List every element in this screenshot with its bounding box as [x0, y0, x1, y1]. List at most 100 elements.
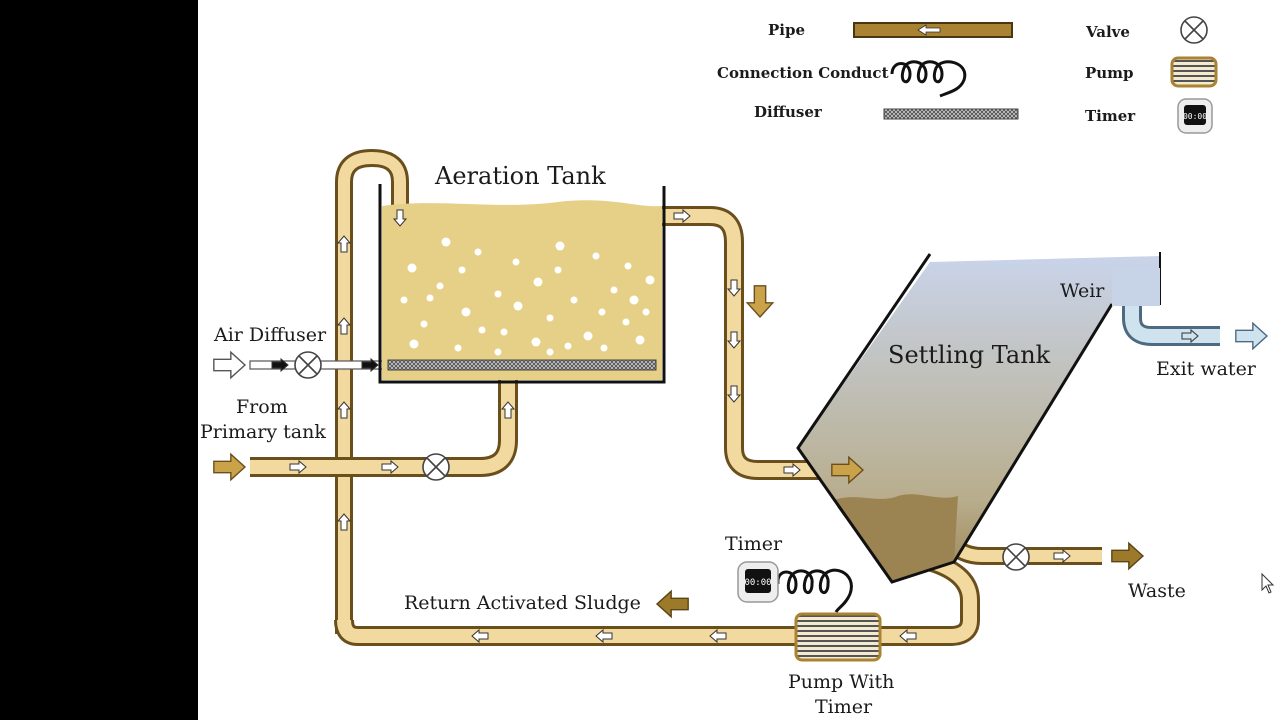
- timer-icon[interactable]: 00:00: [737, 561, 779, 603]
- flow-arrow-icon: [673, 208, 691, 224]
- flow-arrow-icon: [289, 459, 307, 475]
- settling-walls: [796, 253, 1114, 584]
- air-bubble: [570, 296, 578, 304]
- timer-digits: 00:00: [744, 578, 771, 588]
- waste-valve-icon[interactable]: [1002, 543, 1030, 571]
- return-riser-pipe: [338, 152, 406, 634]
- from-primary-label-2: Primary tank: [200, 421, 326, 443]
- large-flow-arrow-icon: [745, 285, 775, 319]
- diffuser-bar: [387, 359, 657, 371]
- settling-tank: [796, 252, 1161, 584]
- large-flow-arrow-icon: [1235, 321, 1269, 351]
- legend-pipe-label: Pipe: [768, 21, 805, 39]
- air-bubble: [454, 344, 462, 352]
- flow-arrow-icon: [726, 331, 742, 349]
- air-bubble: [598, 308, 606, 316]
- flow-arrow-icon: [336, 235, 352, 253]
- air-bubble: [622, 318, 630, 326]
- flow-arrow-icon: [783, 462, 801, 478]
- air-bubble: [494, 290, 502, 298]
- flow-arrow-icon: [500, 401, 516, 419]
- legend-timer-label: Timer: [1085, 107, 1136, 125]
- weir-box: [1112, 268, 1160, 306]
- flow-arrow-icon: [392, 209, 408, 227]
- large-flow-arrow-icon: [213, 452, 247, 482]
- settled-sludge: [834, 494, 958, 582]
- air-bubble: [494, 348, 502, 356]
- flow-arrow-icon: [1181, 328, 1199, 344]
- air-bubble: [512, 258, 520, 266]
- aeration-tank-walls: [378, 184, 666, 384]
- valves: [294, 351, 1030, 571]
- legend-pump-icon: [1170, 56, 1218, 88]
- flow-arrow-icon: [336, 317, 352, 335]
- air-valve-icon[interactable]: [294, 351, 322, 379]
- air-bubble: [610, 286, 618, 294]
- pump-label-1: Pump With: [788, 671, 894, 693]
- legend-pipe-arrow-icon: [917, 24, 941, 36]
- air-diffuser-label: Air Diffuser: [213, 324, 327, 346]
- cursor-icon: [1261, 572, 1275, 594]
- air-bubble: [600, 344, 608, 352]
- flow-arrow-icon: [271, 357, 289, 373]
- air-bubble: [546, 348, 554, 356]
- flow-arrows: [213, 208, 1269, 644]
- air-bubble: [407, 263, 417, 273]
- settling-body: [798, 256, 1160, 582]
- legend-coil-icon: [890, 60, 967, 98]
- pump-with-timer: 00:00: [737, 561, 882, 662]
- air-bubble: [478, 326, 486, 334]
- flow-arrow-icon: [336, 513, 352, 531]
- flow-arrow-icon: [471, 628, 489, 644]
- pump-label-2: Timer: [815, 696, 873, 718]
- flow-arrow-icon: [381, 459, 399, 475]
- air-bubble: [436, 282, 444, 290]
- air-bubble: [441, 237, 451, 247]
- large-flow-arrow-icon: [655, 589, 689, 619]
- exit-water-label: Exit water: [1156, 358, 1257, 380]
- flow-arrow-icon: [899, 628, 917, 644]
- outlet-pipe-outline: [662, 206, 822, 480]
- aeration-tank-title: Aeration Tank: [434, 162, 606, 190]
- air-bubble: [461, 307, 471, 317]
- pump-icon[interactable]: [794, 612, 882, 662]
- air-bubble: [645, 275, 655, 285]
- air-bubble: [400, 296, 408, 304]
- air-bubble: [409, 339, 419, 349]
- air-bubble: [533, 277, 543, 287]
- air-bubble: [458, 266, 466, 274]
- inlet-valve-icon[interactable]: [422, 453, 450, 481]
- air-bubble: [531, 337, 541, 347]
- inlet-pipe: [250, 376, 515, 474]
- wastewater-diagram: Pipe Connection Conduct Diffuser Valve P…: [200, 16, 1275, 718]
- air-bubble: [420, 320, 428, 328]
- air-bubble: [474, 248, 482, 256]
- large-flow-arrow-icon: [1111, 541, 1145, 571]
- flow-arrow-icon: [709, 628, 727, 644]
- air-bubble: [624, 262, 632, 270]
- legend: Pipe Connection Conduct Diffuser Valve P…: [717, 16, 1218, 134]
- large-flow-arrow-icon: [831, 455, 865, 485]
- flow-arrow-icon: [361, 357, 379, 373]
- air-bubble: [500, 328, 508, 336]
- legend-timer-digits: 00:00: [1183, 112, 1207, 121]
- legend-diffuser-label: Diffuser: [754, 103, 823, 121]
- air-bubble: [592, 252, 600, 260]
- air-bubble: [583, 331, 593, 341]
- large-flow-arrow-icon: [213, 350, 247, 380]
- legend-timer-icon: 00:00: [1177, 98, 1213, 134]
- air-bubble: [546, 314, 554, 322]
- legend-valve-label: Valve: [1085, 23, 1130, 41]
- from-primary-label-1: From: [236, 396, 288, 418]
- legend-valve-icon: [1180, 16, 1208, 44]
- air-bubble: [554, 266, 562, 274]
- flow-arrow-icon: [595, 628, 613, 644]
- labels: Aeration Tank Settling Tank Weir Exit wa…: [200, 162, 1257, 718]
- air-bubble: [513, 301, 523, 311]
- connection-coil-icon: [776, 568, 853, 613]
- air-bubbles: [400, 237, 655, 356]
- air-bubble: [555, 241, 565, 251]
- timer-label: Timer: [725, 533, 783, 555]
- settling-tank-title: Settling Tank: [888, 341, 1051, 369]
- flow-arrow-icon: [726, 279, 742, 297]
